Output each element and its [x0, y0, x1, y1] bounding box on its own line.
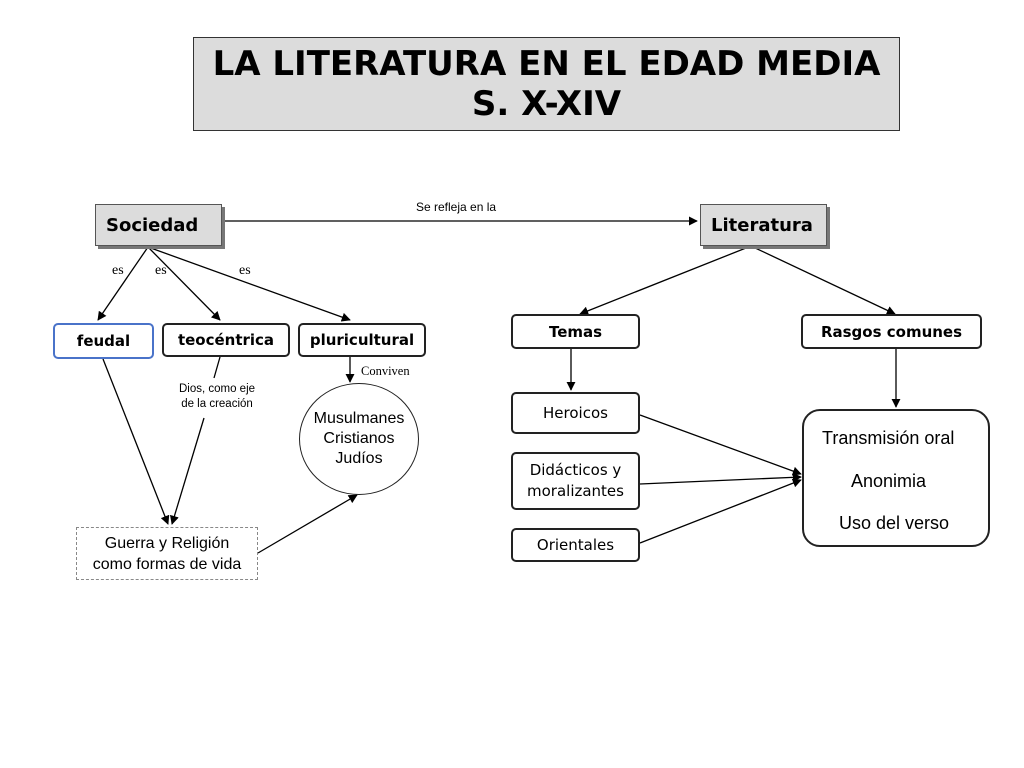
node-culturas: Musulmanes Cristianos Judíos — [299, 383, 419, 495]
edge-literatura-temas — [579, 245, 752, 316]
edge-label-es-3: es — [239, 263, 251, 278]
edge-label-es-2: es — [155, 263, 167, 278]
rasgo-item: Transmisión oral — [822, 428, 955, 448]
edge-label-se-refleja: Se refleja en la — [416, 200, 497, 214]
cultura-item: Musulmanes — [313, 410, 405, 427]
edge-label-es-1: es — [112, 263, 124, 278]
node-guerra-religion: Guerra y Religión como formas de vida — [76, 527, 258, 580]
edge-sociedad-pluricultural — [147, 246, 351, 322]
node-feudal: feudal — [53, 323, 154, 359]
rasgo-item: Uso del verso — [839, 513, 950, 533]
dios-line-1: Dios, como eje — [178, 383, 256, 395]
edge-literatura-rasgos — [750, 245, 896, 315]
page-title: LA LITERATURA EN EL EDAD MEDIA S. X-XIV — [193, 37, 900, 131]
node-temas: Temas — [511, 314, 640, 349]
title-line-2: S. X-XIV — [471, 84, 622, 124]
guerra-line-2: como formas de vida — [92, 555, 242, 573]
edge-didacticos-rasgos — [639, 472, 802, 485]
node-rasgos-list: Transmisión oral Anonimia Uso del verso — [802, 409, 990, 547]
edge-sociedad-feudal — [97, 246, 149, 321]
dios-line-2: de la creación — [181, 398, 253, 410]
edge-heroicos-rasgos — [639, 414, 802, 476]
node-didacticos: Didácticos y moralizantes — [511, 452, 640, 510]
didacticos-line-2: moralizantes — [527, 482, 624, 500]
edge-label-conviven: Conviven — [361, 364, 410, 378]
edge-sociedad-teocentrica — [147, 246, 221, 321]
guerra-line-1: Guerra y Religión — [104, 534, 230, 552]
cultura-item: Cristianos — [323, 430, 395, 447]
edge-feudal-guerra — [102, 358, 170, 525]
edge-guerra-culturas — [257, 494, 358, 554]
didacticos-line-1: Didácticos y — [529, 461, 622, 479]
edge-teocentrica-dios — [213, 356, 221, 379]
cultura-item: Judíos — [335, 450, 383, 467]
node-heroicos: Heroicos — [511, 392, 640, 434]
title-line-1: LA LITERATURA EN EL EDAD MEDIA — [212, 44, 881, 84]
node-rasgos-comunes: Rasgos comunes — [801, 314, 982, 349]
rasgo-item: Anonimia — [851, 471, 927, 491]
node-teocentrica: teocéntrica — [162, 323, 290, 357]
node-pluricultural: pluricultural — [298, 323, 426, 357]
edge-dios-guerra — [170, 417, 205, 525]
node-orientales: Orientales — [511, 528, 640, 562]
node-sociedad: Sociedad — [95, 204, 222, 246]
edge-orientales-rasgos — [639, 478, 802, 544]
edge-label-dios: Dios, como eje de la creación — [166, 382, 268, 412]
node-literatura: Literatura — [700, 204, 827, 246]
